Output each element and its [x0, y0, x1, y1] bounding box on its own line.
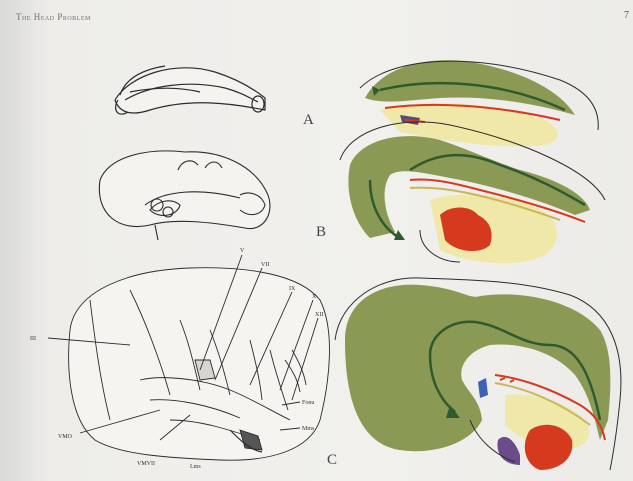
nerve-x-label: X [312, 294, 317, 300]
nerve-ix-label: IX [289, 286, 296, 292]
mms-label: Mms [302, 426, 315, 432]
fonu-label: Fonu [302, 400, 314, 406]
vmvii-label: VMVII [137, 461, 155, 467]
panel-a-label: A [303, 112, 314, 129]
nerve-iii-label: III [30, 336, 36, 342]
nerve-xii-label: XII [315, 312, 323, 318]
lms-label: Lms [190, 464, 201, 470]
panel-b-drawing [99, 151, 270, 240]
panel-a-schematic [360, 60, 598, 146]
nerve-vii-label: VII [261, 262, 269, 268]
panel-b-label: B [316, 224, 326, 241]
vmo-label: VMO [58, 434, 73, 440]
panel-c-schematic [335, 278, 621, 470]
panel-a-drawing [115, 66, 265, 114]
panel-c-drawing [48, 255, 329, 460]
nerve-v-label: V [240, 248, 245, 254]
panel-c-label: C [327, 452, 337, 469]
